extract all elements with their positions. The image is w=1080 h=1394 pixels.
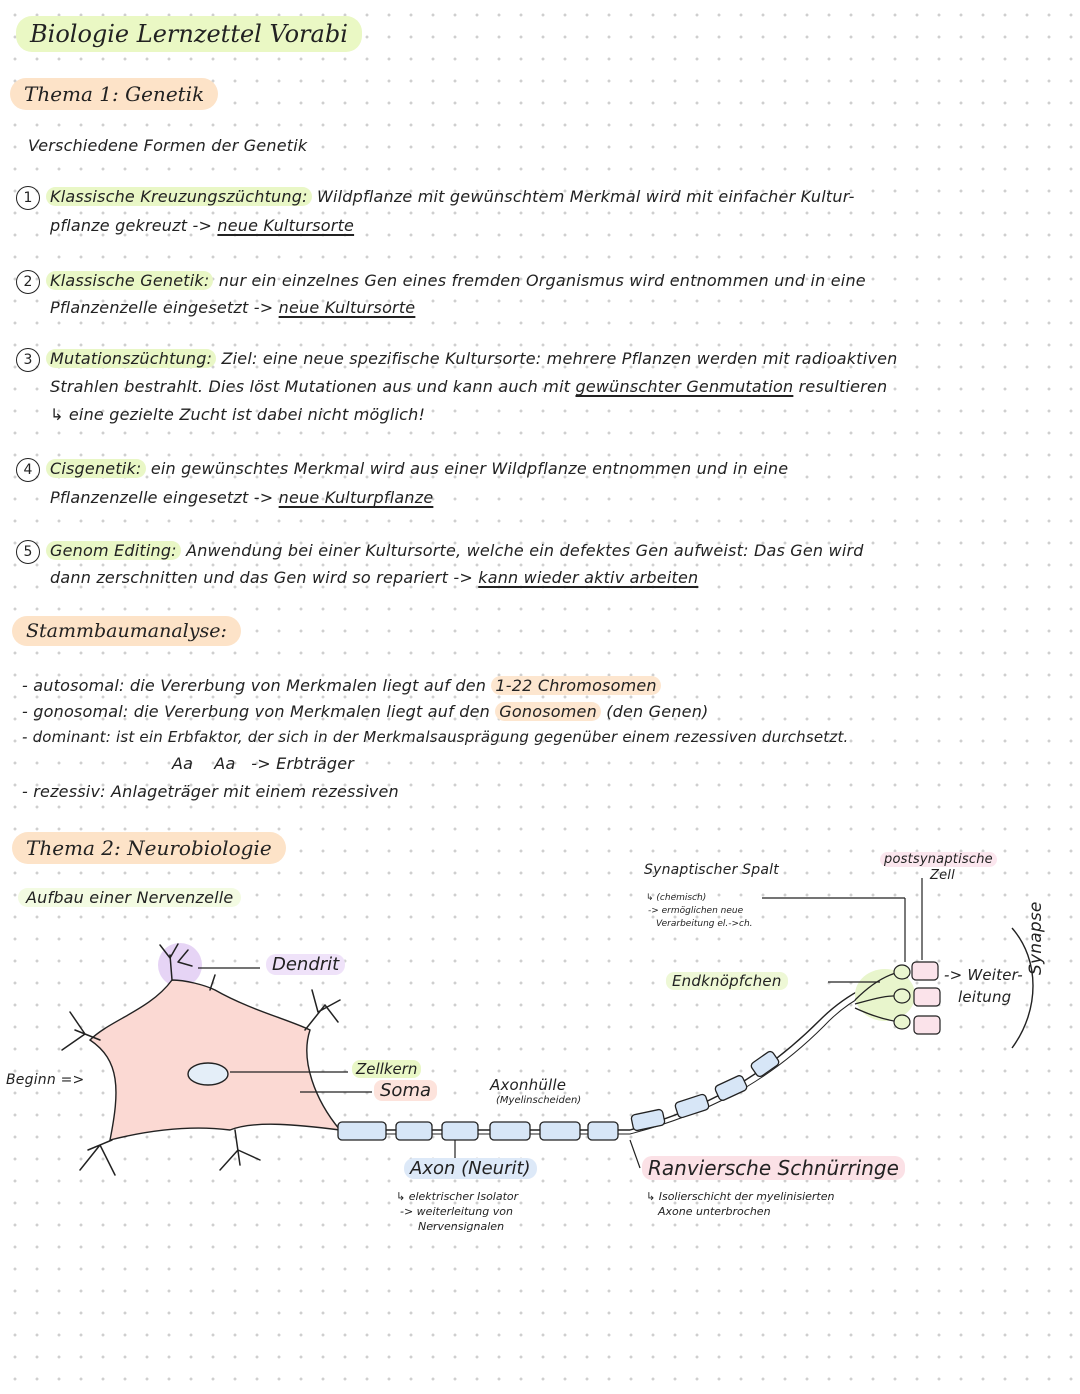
topic2-subheading: Aufbau einer Nervenzelle (18, 888, 242, 907)
item-number: 4 (16, 458, 40, 482)
axon-label: Axon (Neurit) (404, 1158, 537, 1179)
topic2-heading: Thema 2: Neurobiologie (12, 832, 286, 864)
endknoepfchen-label: Endknöpfchen (666, 972, 788, 990)
dendrit-label: Dendrit (266, 954, 346, 975)
item-term: Klassische Genetik: (46, 271, 214, 290)
item-line: Ziel: eine neue spezifische Kultursorte:… (221, 349, 898, 368)
ranvier-label: Ranviersche Schnürringe (642, 1156, 905, 1180)
pedigree-carrier: Aa Aa -> Erbträger (172, 754, 355, 773)
dendrite-highlight (158, 943, 202, 987)
soma-body (88, 979, 342, 1141)
genetics-item-3: 3 Mutationszüchtung: Ziel: eine neue spez… (16, 348, 897, 372)
postsynaptic-cells (911, 961, 941, 1035)
item-term: Genom Editing: (46, 541, 181, 560)
genetics-item-5-line2: dann zerschnitten und das Gen wird so re… (50, 568, 699, 587)
soma-label: Soma (374, 1080, 438, 1101)
item-number: 5 (16, 540, 40, 564)
page-title: Biologie Lernzettel Vorabi (16, 16, 362, 52)
item-number: 1 (16, 186, 40, 210)
beginn-label: Beginn => (6, 1072, 85, 1088)
post-label-1: postsynaptische (880, 852, 997, 867)
synapse-bracket (1011, 927, 1034, 1049)
synapse-label: Synapse (1026, 901, 1046, 975)
axon-note-3: Nervensignalen (418, 1220, 505, 1233)
genetics-item-3-line2: Strahlen bestrahlt. Dies löst Mutationen… (50, 377, 888, 396)
item-line: nur ein einzelnes Gen eines fremden Orga… (218, 271, 866, 290)
axonhuelle-sub: (Myelinscheiden) (496, 1095, 582, 1106)
item-term: Mutationszüchtung: (46, 349, 217, 368)
topic1-heading: Thema 1: Genetik (10, 78, 219, 110)
zellkern-label: Zellkern (352, 1060, 422, 1078)
genetics-item-1-line2: pflanze gekreuzt -> neue Kultursorte (50, 216, 355, 235)
axon-note-1: ↳ elektrischer Isolator (396, 1190, 519, 1203)
result-underlined: gewünschter Genmutation (575, 377, 794, 396)
ranvier-note-2: Axone unterbrochen (658, 1205, 771, 1218)
spalt-note-2: -> ermöglichen neue (648, 906, 744, 916)
nucleus (187, 1062, 229, 1086)
result-underlined: neue Kulturpflanze (278, 488, 434, 507)
end-knobs (893, 964, 911, 1030)
pedigree-autosomal: - autosomal: die Vererbung von Merkmalen… (22, 676, 661, 695)
item-term: Klassische Kreuzungszüchtung: (46, 187, 312, 206)
myelin-sheaths (337, 1050, 780, 1141)
item-term: Cisgenetik: (46, 459, 146, 478)
pedigree-gonosomal: - gonosomal: die Vererbung von Merkmalen… (22, 702, 709, 721)
pedigree-recessive: - rezessiv: Anlageträger mit einem rezes… (22, 782, 399, 801)
item-line: Anwendung bei einer Kultursorte, welche … (186, 541, 864, 560)
axon-note-2: -> weiterleitung von (400, 1205, 513, 1218)
spalt-note-1: ↳ (chemisch) (646, 893, 707, 903)
post-label-2: Zell (930, 868, 955, 883)
item-line: ein gewünschtes Merkmal wird aus einer W… (150, 459, 789, 478)
genetics-item-3-line3: ↳ eine gezielte Zucht ist dabei nicht mö… (50, 405, 426, 424)
pedigree-dominant: - dominant: ist ein Erbfaktor, der sich … (22, 728, 849, 746)
axon-line (338, 971, 906, 1131)
result-underlined: neue Kultursorte (217, 216, 355, 235)
weiterleitung-label-1: -> Weiter- (944, 966, 1023, 984)
spalt-note-3: Verarbeitung el.->ch. (656, 919, 753, 929)
ranvier-note-1: ↳ Isolierschicht der myelinisierten (646, 1190, 835, 1203)
item-number: 2 (16, 270, 40, 294)
item-number: 3 (16, 348, 40, 372)
genetics-item-1: 1 Klassische Kreuzungszüchtung: Wildpflan… (16, 186, 855, 210)
genetics-item-4: 4 Cisgenetik: ein gewünschtes Merkmal wir… (16, 458, 788, 482)
item-line: Wildpflanze mit gewünschtem Merkmal wird… (316, 187, 855, 206)
genetics-item-4-line2: Pflanzenzelle eingesetzt -> neue Kulturp… (50, 488, 434, 507)
topic1-subheading: Verschiedene Formen der Genetik (28, 136, 308, 155)
genetics-item-5: 5 Genom Editing: Anwendung bei einer Kult… (16, 540, 864, 564)
genetics-item-2: 2 Klassische Genetik: nur ein einzelnes G… (16, 270, 866, 294)
pedigree-heading: Stammbaumanalyse: (12, 616, 241, 646)
axonhuelle-label: Axonhülle (490, 1076, 567, 1094)
dendrite-branches (61, 943, 341, 1176)
weiterleitung-label-2: leitung (958, 988, 1012, 1006)
genetics-item-2-line2: Pflanzenzelle eingesetzt -> neue Kulturs… (50, 298, 416, 317)
result-underlined: neue Kultursorte (278, 298, 416, 317)
result-underlined: kann wieder aktiv arbeiten (478, 568, 699, 587)
spalt-label: Synaptischer Spalt (644, 862, 779, 878)
